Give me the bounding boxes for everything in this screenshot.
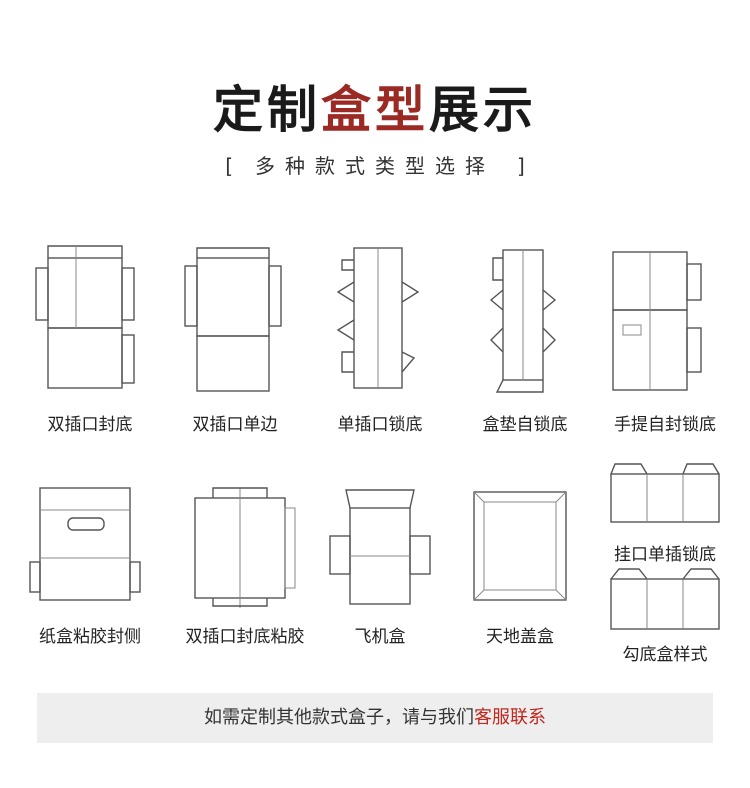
title-part-2: 展示 bbox=[429, 80, 537, 139]
double-tuck-glued-bottom-diagram bbox=[194, 487, 296, 608]
box-type-label: 飞机盒 bbox=[354, 627, 406, 647]
subtitle-bracket-left: [ bbox=[225, 154, 233, 178]
box-type-item: 勾底盒样式 bbox=[595, 565, 735, 675]
box-type-label: 单插口锁底 bbox=[337, 415, 423, 435]
box-type-label: 手提自封锁底 bbox=[614, 415, 716, 435]
contact-banner-text: 如需定制其他款式盒子，请与我们 bbox=[204, 707, 474, 728]
box-type-item: 飞机盒 bbox=[310, 480, 450, 670]
box-type-item: 单插口锁底 bbox=[310, 240, 450, 440]
subtitle-bracket-right: ] bbox=[517, 154, 525, 178]
box-type-item: 手提自封锁底 bbox=[595, 240, 735, 440]
box-type-label: 双插口封底 bbox=[47, 415, 133, 435]
box-type-item: 双插口封底粘胶 bbox=[165, 480, 325, 670]
double-tuck-lock-bottom-diagram bbox=[35, 245, 135, 389]
title-part-1: 定制 bbox=[213, 80, 321, 139]
hanger-single-tuck-lock-bottom-diagram bbox=[610, 463, 720, 523]
box-type-item: 挂口单插锁底 bbox=[595, 458, 735, 568]
box-type-label: 盒垫自锁底 bbox=[482, 415, 568, 435]
hook-bottom-box-diagram bbox=[610, 568, 720, 630]
mailer-box-diagram bbox=[329, 489, 431, 605]
contact-banner: 如需定制其他款式盒子，请与我们客服联系 bbox=[37, 693, 713, 743]
glued-side-seal-box-diagram bbox=[29, 487, 141, 601]
handle-self-seal-lock-bottom-diagram bbox=[612, 251, 702, 391]
box-type-label: 纸盒粘胶封侧 bbox=[39, 627, 141, 647]
single-tuck-lock-bottom-diagram bbox=[336, 247, 420, 389]
title-accent: 盒型 bbox=[321, 80, 429, 139]
box-type-item: 双插口封底 bbox=[20, 240, 160, 440]
page-subtitle: [ 多种款式类型选择] bbox=[0, 150, 750, 179]
page-title: 定制盒型展示 bbox=[0, 70, 750, 142]
pad-auto-lock-bottom-diagram bbox=[489, 249, 557, 393]
box-type-label: 天地盖盒 bbox=[486, 627, 554, 647]
box-type-label: 双插口单边 bbox=[192, 415, 278, 435]
box-type-item: 双插口单边 bbox=[165, 240, 305, 440]
box-type-item: 天地盖盒 bbox=[450, 480, 590, 670]
box-type-label: 双插口封底粘胶 bbox=[185, 627, 305, 647]
box-type-item: 纸盒粘胶封侧 bbox=[10, 480, 170, 670]
box-type-label: 勾底盒样式 bbox=[622, 645, 708, 665]
customer-service-link[interactable]: 客服联系 bbox=[474, 707, 546, 728]
subtitle-text: 多种款式类型选择 bbox=[255, 154, 495, 178]
box-type-item: 盒垫自锁底 bbox=[455, 240, 595, 440]
double-tuck-single-side-diagram bbox=[184, 247, 282, 392]
lid-and-base-box-diagram bbox=[473, 491, 567, 601]
box-type-label: 挂口单插锁底 bbox=[614, 545, 716, 565]
